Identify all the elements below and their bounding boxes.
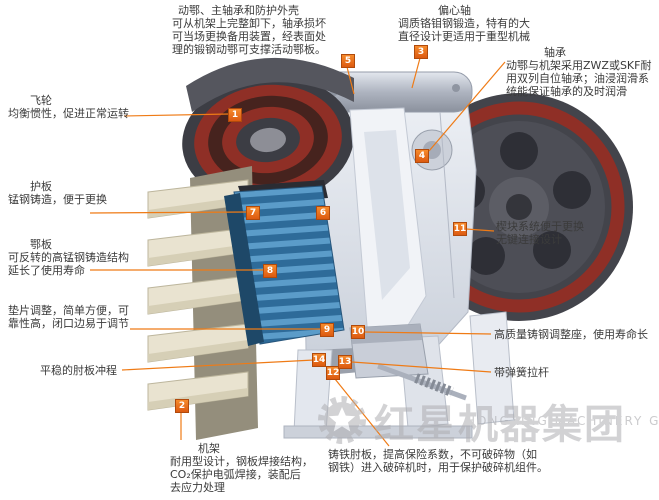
label-toggle-plate: 铸铁肘板，提高保险系数，不可破碎物（如 钢铁）进入破碎机时，用于保护破碎机组件。 <box>328 448 580 474</box>
label-flywheel-text: 均衡惯性，促进正常运转 <box>8 107 129 120</box>
marker-3: 3 <box>414 45 428 59</box>
label-jaw-plate-title: 鄂板 <box>30 238 52 251</box>
label-eccentric-shaft-text: 调质铬钼钢锻造，特有的大 直径设计更适用于重型机械 <box>398 17 530 43</box>
marker-4: 4 <box>415 149 429 163</box>
marker-2: 2 <box>175 399 189 413</box>
label-toggle-plate-text: 铸铁肘板，提高保险系数，不可破碎物（如 钢铁）进入破碎机时，用于保护破碎机组件。 <box>328 448 548 474</box>
label-adjust-seat-text: 高质量铸钢调整座，使用寿命长 <box>494 328 648 341</box>
label-eccentric-shaft-title: 偏心轴 <box>438 4 471 17</box>
label-bearing-text: 动鄂与机架采用ZWZ或SKF耐 用双列自位轴承；油浸润滑系 统能保证轴承的及时润… <box>506 59 652 98</box>
marker-12: 12 <box>326 366 340 380</box>
label-housing: 动鄂、主轴承和防护外壳 可从机架上完整卸下，轴承损坏 可当场更换备用装置，经表面… <box>172 4 372 56</box>
label-bearing-title: 轴承 <box>544 46 566 59</box>
label-housing-title: 动鄂、主轴承和防护外壳 <box>178 4 299 17</box>
label-guard-plate-title: 护板 <box>30 180 52 193</box>
gear-star-icon <box>316 394 368 450</box>
label-spring-rod: 带弹簧拉杆 <box>494 366 604 379</box>
label-spring-rod-text: 带弹簧拉杆 <box>494 366 549 379</box>
marker-14: 14 <box>312 353 326 367</box>
marker-8: 8 <box>263 264 277 278</box>
label-wedge-system: 楔块系统便于更换 无键连接设计 <box>496 220 636 246</box>
marker-1: 1 <box>228 108 242 122</box>
label-adjust-seat: 高质量铸钢调整座，使用寿命长 <box>494 328 659 341</box>
label-wedge-system-text: 楔块系统便于更换 无键连接设计 <box>496 220 584 246</box>
label-toggle-stroke: 平稳的肘板冲程 <box>40 364 160 377</box>
watermark-brand-cn: 红星机器集团 <box>374 402 626 448</box>
label-jaw-plate-text: 可反转的高锰钢铸造结构 延长了使用寿命 <box>8 251 129 277</box>
marker-10: 10 <box>351 325 365 339</box>
label-frame-text: 耐用型设计，钢板焊接结构， CO₂保护电弧焊接，装配后 去应力处理 <box>170 455 313 494</box>
label-eccentric-shaft: 偏心轴 调质铬钼钢锻造，特有的大 直径设计更适用于重型机械 <box>398 4 563 43</box>
marker-5: 5 <box>341 54 355 68</box>
label-frame-title: 机架 <box>198 442 220 455</box>
watermark-brand-en: HONGXING MACHINERY GROUP <box>466 414 659 428</box>
label-flywheel-title: 飞轮 <box>30 94 52 107</box>
label-flywheel: 飞轮 均衡惯性，促进正常运转 <box>8 94 158 120</box>
label-frame: 机架 耐用型设计，钢板焊接结构， CO₂保护电弧焊接，装配后 去应力处理 <box>170 442 355 494</box>
label-guard-plate: 护板 锰钢铸造，便于更换 <box>8 180 148 206</box>
marker-9: 9 <box>320 323 334 337</box>
watermark: HONGXING MACHINERY GROUP 红星机器集团 <box>316 392 659 450</box>
label-jaw-plate: 鄂板 可反转的高锰钢铸造结构 延长了使用寿命 <box>8 238 168 277</box>
label-toggle-stroke-text: 平稳的肘板冲程 <box>40 364 117 377</box>
marker-7: 7 <box>246 206 260 220</box>
label-bearing: 轴承 动鄂与机架采用ZWZ或SKF耐 用双列自位轴承；油浸润滑系 统能保证轴承的… <box>506 46 658 98</box>
hopper-stand <box>147 166 258 440</box>
label-guard-plate-text: 锰钢铸造，便于更换 <box>8 193 107 206</box>
marker-11: 11 <box>453 222 467 236</box>
marker-6: 6 <box>316 206 330 220</box>
marker-13: 13 <box>338 355 352 369</box>
flywheel-guard-icon <box>186 57 354 112</box>
label-shim-adjust-text: 垫片调整，简单方便，可 靠性高，闭口边易于调节 <box>8 304 129 330</box>
label-housing-text: 可从机架上完整卸下，轴承损坏 可当场更换备用装置，经表面处 理的锻钢动鄂可支撑活… <box>172 17 326 56</box>
label-shim-adjust: 垫片调整，简单方便，可 靠性高，闭口边易于调节 <box>8 304 158 330</box>
